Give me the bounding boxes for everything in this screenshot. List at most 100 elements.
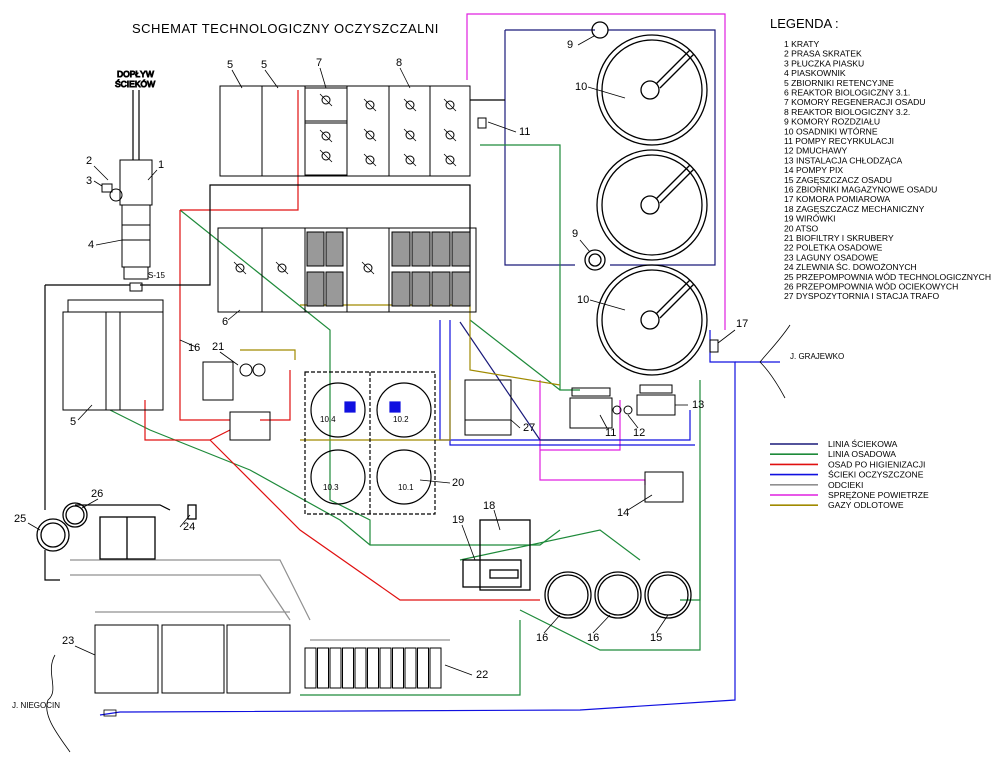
aerator-icon (445, 155, 455, 165)
label-20: 20 (452, 477, 464, 489)
label-10b: 10 (577, 294, 589, 306)
leader-lines (27, 35, 736, 676)
aerator-icon (365, 100, 375, 110)
lakes (46, 324, 791, 753)
clarifier-10b (596, 149, 708, 261)
recirc-pump-11a (477, 117, 487, 129)
aerator-icon (405, 155, 415, 165)
left-tanks (62, 299, 271, 441)
label-10a: 10 (575, 81, 587, 93)
line-legend-label: ŚCIEKI OCZYSZCZONE (828, 469, 924, 480)
legend-item: 14 POMPY PIX (784, 165, 843, 175)
drying-bed (392, 647, 404, 689)
dump-station-24 (187, 504, 197, 520)
red-pipe-left (179, 210, 230, 421)
legend-item: 26 PRZEPOMPOWNIA WÓD OCIEKOWYCH (784, 282, 958, 292)
label-r102: 10.2 (393, 415, 409, 424)
grit-chamber-4 (121, 204, 151, 268)
label-9a: 9 (567, 39, 573, 51)
scrubber-21 (239, 363, 253, 377)
gas-pipe-3 (300, 304, 561, 386)
aerator-icon (445, 100, 455, 110)
label-16a: 16 (188, 342, 200, 354)
aerator-icon (365, 130, 375, 140)
legend-item: 9 KOMORY ROZDZIAŁU (784, 117, 880, 127)
label-15: 15 (650, 632, 662, 644)
atso-reactor-101 (376, 449, 432, 505)
label-14: 14 (617, 507, 629, 519)
lagoon-23a (94, 624, 159, 694)
drying-bed (429, 647, 442, 689)
distribution-chamber-9a (591, 21, 609, 39)
lake-niegocin-shore (46, 654, 71, 753)
legend-item: 11 POMPY RECYRKULACJI (784, 136, 894, 146)
regeneration-7b (304, 122, 348, 176)
top-reactor-block (217, 85, 487, 313)
label-niegocin: J. NIEGOCIN (12, 701, 60, 710)
atso-reactor-104 (310, 382, 366, 438)
drying-bed (317, 647, 329, 689)
treated-pipe-mid2 (449, 320, 695, 446)
sewage-pipe-right (504, 30, 575, 266)
legend-item: 2 PRASA SKRATEK (784, 49, 862, 59)
label-5b: 5 (261, 59, 267, 71)
drying-bed (304, 647, 317, 689)
label-5a: 5 (227, 59, 233, 71)
label-grajewko: J. GRAJEWKO (790, 352, 844, 361)
label-5c: 5 (70, 416, 76, 428)
line-legend-label: SPRĘŻONE POWIETRZE (828, 490, 929, 500)
label-16b: 16 (536, 632, 548, 644)
sludge-pipe-right (519, 380, 701, 651)
red-pipe-diag (209, 439, 540, 601)
legend-item: 21 BIOFILTRY I SKRUBERY (784, 233, 894, 243)
aerator-icon (405, 130, 415, 140)
legend-item: 1 KRATY (784, 39, 819, 49)
centrifuges-19 (462, 559, 522, 588)
label-7: 7 (316, 57, 322, 69)
sludge-pipe-15 (680, 480, 701, 601)
label-4: 4 (88, 239, 94, 251)
label-1: 1 (158, 159, 164, 171)
label-11b: 11 (605, 427, 616, 439)
sludge-tank-16c (594, 571, 642, 619)
line-legend-label: LINIA ŚCIEKOWA (828, 438, 898, 449)
aerator-icon (321, 95, 331, 105)
sludge-pipe-2 (469, 319, 561, 391)
recirc-pumps-11b (571, 387, 611, 397)
auxiliary-units (464, 339, 719, 503)
red-pipe-top (180, 90, 299, 211)
sludge-pipe-lower (109, 409, 561, 546)
drying-bed (329, 647, 342, 689)
clarifier-10a (596, 34, 708, 146)
air-pipe-blowers (540, 400, 621, 451)
clarifiers (584, 21, 708, 376)
mech-thickener-18 (479, 519, 531, 591)
inlet-label-2: ŚCIEKÓW (115, 78, 155, 89)
lagoons (94, 624, 291, 694)
drying-bed (354, 647, 367, 689)
label-24: 24 (183, 521, 195, 533)
drain-pipe-2 (70, 574, 291, 621)
legend-item: 27 DYSPOZYTORNIA I STACJA TRAFO (784, 291, 940, 301)
legend-item: 5 ZBIORNIKI RETENCYJNE (784, 78, 894, 88)
line-legend-label: OSAD PO HIGIENIZACJI (828, 459, 925, 469)
treated-outflow-pipe (99, 330, 736, 716)
biofilter-21a (202, 361, 234, 401)
pump-station-25 (36, 518, 70, 552)
aerator-icon (405, 100, 415, 110)
pipe-26-24 (75, 504, 171, 511)
lake-grajewko-shore (759, 324, 791, 399)
diagram-title: SCHEMAT TECHNOLOGICZNY OCZYSZCZALNI (132, 21, 439, 36)
label-11a: 11 (519, 126, 530, 138)
label-s15: S-15 (148, 271, 165, 280)
label-2: 2 (86, 155, 92, 167)
legend-item: 3 PŁUCZKA PIASKU (784, 58, 864, 68)
inlet-structure: DOPŁYW ŚCIEKÓW (101, 69, 156, 292)
main-pipe (140, 184, 471, 290)
legend-item: 7 KOMORY REGENERACJI OSADU (784, 97, 926, 107)
label-r104: 10.4 (320, 415, 336, 424)
legend-item: 8 REAKTOR BIOLOGICZNY 3.2. (784, 107, 910, 117)
legend-item: 19 WIRÓWKI (784, 214, 836, 224)
label-13: 13 (692, 399, 704, 411)
